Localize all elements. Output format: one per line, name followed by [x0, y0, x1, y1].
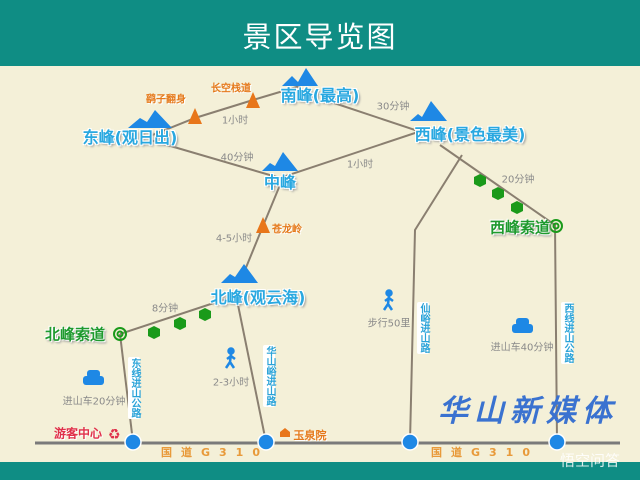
- triangle-marker-icon: [246, 92, 260, 108]
- time-east-south: 1小时: [221, 115, 249, 127]
- smiley-markers: [124, 433, 566, 451]
- header-bar: [0, 0, 640, 66]
- spot-yaozi-label: 鹞子翻身: [146, 94, 186, 106]
- walker-icons: [224, 289, 394, 369]
- target-icon: [113, 327, 127, 341]
- time-huashanyu: 2-3小时: [212, 377, 250, 389]
- house-icon: [280, 428, 290, 437]
- road-west-line-label: 西线进山公路: [561, 302, 573, 364]
- map-area: [0, 66, 640, 462]
- mountain-icon: [128, 110, 172, 128]
- triangle-marker-icon: [188, 108, 202, 124]
- cableway-target-icons: [113, 219, 563, 341]
- route-north-cable: [119, 295, 236, 335]
- time-car-west: 进山车40分钟: [490, 342, 554, 354]
- time-car-east: 进山车20分钟: [62, 396, 126, 408]
- cableway-north-label: 北峰索道: [44, 325, 106, 344]
- peak-east-label: 东峰(观日出): [82, 128, 178, 147]
- car-icons: [83, 318, 533, 385]
- walker-icon: [224, 347, 236, 369]
- road-huashanyu-label: 华山峪进山路: [263, 345, 275, 407]
- smiley-marker-icon: [401, 433, 419, 451]
- brand-watermark: 华山新媒体: [438, 394, 618, 429]
- hexagon-icon: [174, 317, 186, 330]
- route-east-road: [119, 333, 134, 443]
- time-walk-west: 步行50里: [367, 318, 411, 330]
- mountain-icon: [282, 68, 318, 86]
- recycle-icon: ♻: [108, 427, 121, 443]
- mountain-icon: [410, 101, 447, 121]
- spot-canglong-label: 苍龙岭: [272, 224, 302, 236]
- spot-changkong-label: 长空栈道: [211, 83, 251, 95]
- route-west-cable: [439, 144, 558, 443]
- time-east-middle: 40分钟: [220, 152, 254, 164]
- hexagon-icon: [199, 308, 211, 321]
- road-xianyu-label: 仙峪进山路: [417, 302, 429, 354]
- time-south-west: 30分钟: [376, 101, 410, 113]
- target-icon: [549, 219, 563, 233]
- spot-yuquan-label: 玉泉院: [293, 429, 327, 442]
- smiley-marker-icon: [548, 433, 566, 451]
- route-east-middle-west: [149, 127, 431, 180]
- mountain-icons: [128, 68, 447, 283]
- time-north-cable: 8分钟: [151, 303, 179, 315]
- peak-south-label: 南峰(最高): [280, 86, 360, 105]
- highway-label-1: 国道G310: [161, 446, 269, 459]
- car-icon: [512, 324, 533, 333]
- time-middle-west: 1小时: [346, 159, 374, 171]
- wukong-watermark: 悟空问答: [559, 451, 621, 470]
- car-icon: [83, 376, 104, 385]
- route-xianyu: [409, 154, 463, 443]
- mountain-icon: [262, 152, 298, 171]
- route-east-south: [149, 85, 301, 137]
- walker-icon: [382, 289, 394, 311]
- route-huashanyu: [236, 299, 267, 443]
- peak-middle-label: 中峰: [263, 173, 297, 192]
- smiley-marker-icon: [257, 433, 275, 451]
- peak-north-label: 北峰(观云海): [210, 288, 306, 307]
- hexagon-icon: [511, 201, 523, 214]
- route-south-west: [324, 99, 446, 141]
- hexagon-icon: [148, 326, 160, 339]
- smiley-marker-icon: [124, 433, 142, 451]
- footer-bar: [0, 462, 640, 480]
- time-canglong: 4-5小时: [215, 233, 253, 245]
- hexagon-icon: [492, 187, 504, 200]
- mountain-icon: [221, 264, 258, 283]
- highway-label-2: 国道G310: [431, 446, 539, 459]
- road-east-line-label: 东线进山公路: [128, 357, 140, 419]
- hexagon-icon: [474, 174, 486, 187]
- peak-west-label: 西峰(景色最美): [414, 125, 526, 144]
- page-title: 景区导览图: [242, 20, 398, 54]
- time-west-cable: 20分钟: [501, 174, 535, 186]
- cableway-west-label: 西峰索道: [489, 218, 551, 237]
- visitor-center-label: 游客中心: [53, 426, 103, 441]
- triangle-marker-icon: [256, 217, 270, 233]
